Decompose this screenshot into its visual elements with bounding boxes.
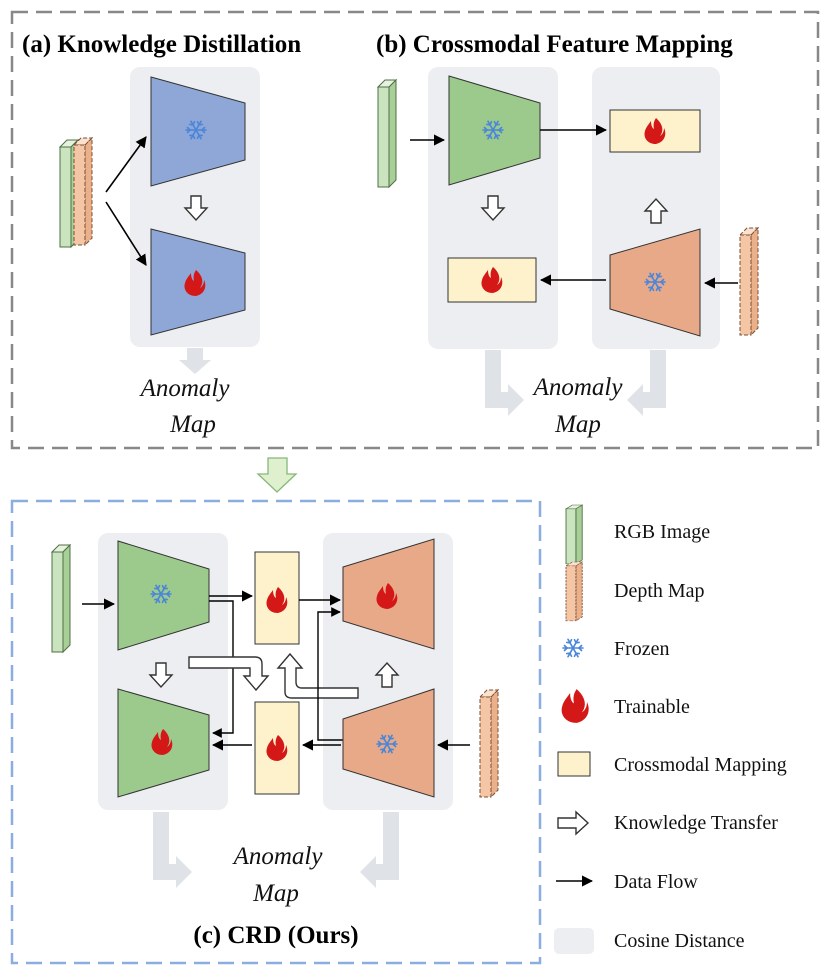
anomaly-map-label: Anomaly — [232, 843, 324, 870]
panel-a-title: (a) Knowledge Distillation — [22, 31, 301, 58]
rgb-image-icon — [51, 544, 71, 653]
flame-icon — [561, 689, 589, 723]
green-transition-arrow — [256, 457, 298, 493]
bottom-frame — [10, 499, 542, 965]
legend-label: Depth Map — [614, 580, 705, 602]
anomaly-map-label: Anomaly — [139, 375, 231, 402]
top-frame — [10, 10, 820, 450]
panel-b-title: (b) Crossmodal Feature Mapping — [376, 31, 733, 58]
cosine-distance-arrow — [627, 350, 666, 416]
legend-label: Cosine Distance — [614, 930, 745, 952]
anomaly-map-label: Map — [554, 411, 601, 438]
data-flow-arrow — [105, 136, 147, 193]
panel-c: Anomaly Map (c) CRD (Ours) — [51, 533, 499, 949]
legend-label: Crossmodal Mapping — [614, 754, 787, 776]
data-flow-arrow — [105, 201, 147, 266]
hollow-arrow-icon — [557, 811, 589, 835]
data-flow-arrow — [317, 607, 343, 741]
teacher-network — [150, 76, 246, 187]
legend: RGB Image Depth Map Frozen Trainable Cro… — [554, 504, 787, 954]
legend-item-flow: Data Flow — [556, 871, 698, 893]
legend-label: RGB Image — [614, 521, 710, 543]
legend-item-cosine: Cosine Distance — [554, 928, 745, 954]
cosine-distance-arrow — [179, 348, 211, 374]
anomaly-map-label: Map — [169, 411, 216, 438]
cosine-distance-arrow — [153, 812, 192, 888]
snowflake-icon — [562, 638, 584, 658]
anomaly-map-label: Map — [252, 880, 299, 907]
knowledge-transfer-arrow — [276, 652, 359, 699]
depth-map-icon — [479, 689, 499, 798]
cosine-distance-swatch — [554, 928, 594, 954]
panel-a: (a) Knowledge Distillation Anomaly Map — [22, 31, 301, 438]
legend-label: Trainable — [614, 696, 690, 718]
legend-label: Frozen — [614, 638, 670, 660]
legend-item-rgb: RGB Image — [565, 504, 710, 565]
depth-teacher-network — [342, 688, 435, 798]
rgb-image-icon — [377, 79, 397, 188]
legend-item-mapping: Crossmodal Mapping — [557, 751, 787, 777]
cosine-distance-arrow — [485, 350, 524, 416]
rgb-teacher-network — [117, 540, 210, 651]
crossmodal-mapping-swatch — [557, 751, 591, 777]
cosine-distance-arrow — [360, 812, 399, 888]
legend-label: Data Flow — [614, 871, 698, 893]
knowledge-transfer-arrow — [188, 656, 270, 692]
depth-map-icon — [739, 227, 759, 336]
anomaly-map-label: Anomaly — [532, 374, 624, 401]
panel-c-title: (c) CRD (Ours) — [193, 922, 358, 949]
legend-item-trainable: Trainable — [561, 689, 690, 723]
legend-item-transfer: Knowledge Transfer — [557, 811, 778, 835]
crossmodal-mapping-block — [254, 701, 300, 795]
legend-label: Knowledge Transfer — [614, 812, 778, 834]
rgb-image-icon — [565, 504, 583, 565]
legend-item-depth: Depth Map — [565, 561, 705, 622]
depth-map-icon — [565, 561, 583, 622]
panel-b: (b) Crossmodal Feature Mapping Anomaly M… — [376, 31, 759, 438]
depth-map-icon — [73, 137, 93, 246]
legend-item-frozen: Frozen — [562, 638, 670, 660]
